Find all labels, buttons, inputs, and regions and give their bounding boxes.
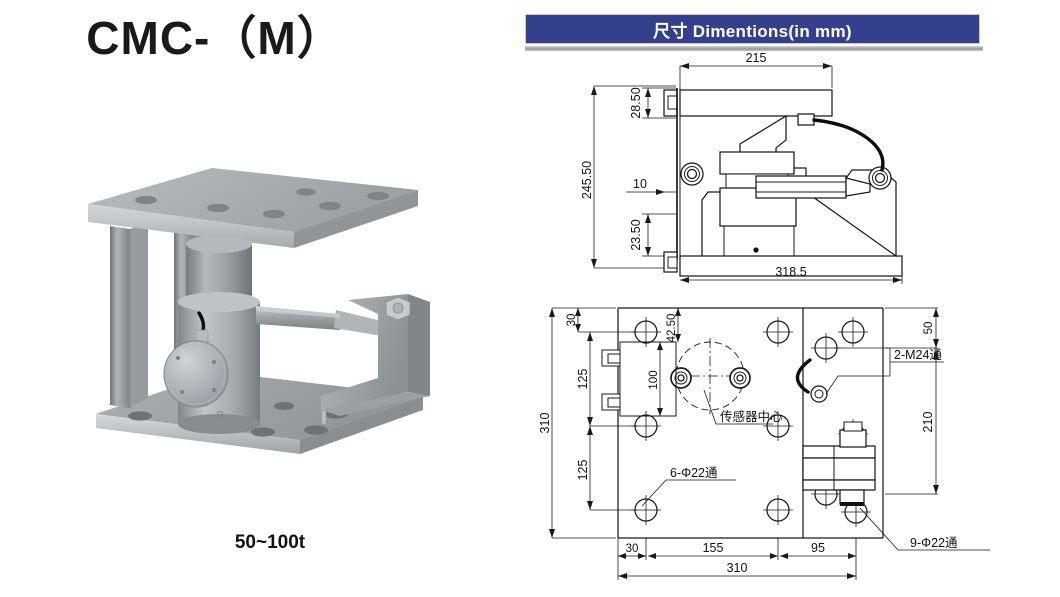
hex-bolt: [385, 296, 411, 321]
callout-6-holes: 6-Φ22通: [641, 466, 736, 507]
sensor-cable-plan: [795, 358, 828, 403]
dim-base-plate-thickness: 23.50: [629, 219, 643, 250]
pivot-bushing-right: [868, 166, 892, 190]
inspection-cover: [163, 340, 229, 408]
dimensions-panel: 尺寸 Dimentions(in mm) 245.50 215: [520, 0, 1060, 597]
base-plate-profile: [663, 251, 903, 277]
dim-right-top: 50: [923, 322, 935, 335]
callout-m24: 2-M24通: [825, 347, 944, 395]
callout-6-holes-label: 6-Φ22通: [670, 466, 718, 480]
callout-9-holes: 9-Φ22通: [859, 507, 990, 551]
callout-9-holes-label: 9-Φ22通: [910, 536, 958, 550]
pivot-bushing-left: [680, 162, 704, 186]
stabilizer-rod-profile: [755, 175, 871, 199]
callout-sensor-center-label: 传感器中心: [720, 409, 783, 424]
mounting-bracket: [321, 294, 430, 416]
dim-inner-offset: 42.50: [666, 314, 678, 343]
sensor-bolt: [729, 367, 751, 389]
bolt-hole: [838, 317, 868, 347]
dim-overall-height: 245.50: [580, 161, 594, 199]
top-plate: [88, 168, 418, 248]
dim-overall-width: 318.5: [775, 265, 806, 279]
dimensions-banner: 尺寸 Dimentions(in mm): [525, 14, 980, 44]
dim-bottom-3: 95: [811, 541, 825, 555]
product-panel: CMC-（M）: [0, 0, 520, 597]
clamp-assembly: [802, 421, 876, 506]
dim-bottom-2: 155: [703, 541, 724, 555]
dim-right-span: 210: [921, 412, 935, 433]
banner-underline: [525, 46, 983, 51]
dim-mid-offset: 10: [633, 177, 647, 191]
dim-left-span-1: 125: [576, 369, 590, 390]
bolt-hole: [763, 495, 793, 525]
load-cell: [163, 292, 260, 434]
side-elevation-view: 245.50 215 28.50 10: [580, 51, 980, 287]
sensor-center-detail: [670, 338, 751, 414]
callout-m24-label: 2-M24通: [894, 348, 942, 362]
dimensions-banner-title: 尺寸 Dimentions(in mm): [653, 21, 852, 41]
plan-top-view: 310 30 125 125: [538, 298, 1008, 590]
dim-bottom-1: 30: [626, 543, 639, 555]
left-bracket-plan: [601, 341, 677, 417]
dim-top-width: 215: [746, 51, 767, 65]
plate-outline: [617, 307, 884, 539]
product-photo: [78, 168, 438, 472]
callout-sensor-center: 传感器中心: [703, 389, 783, 425]
dim-left-span-2: 125: [576, 460, 590, 481]
capacity-label: 50~100t: [234, 532, 306, 553]
dim-bolt-circle: 100: [648, 370, 660, 389]
sensor-cable: [797, 113, 885, 172]
dim-left-overall: 310: [538, 413, 552, 434]
bolt-hole: [631, 495, 661, 525]
bolt-hole: [763, 411, 793, 441]
page-title: CMC-（M）: [86, 12, 344, 64]
dim-left-edge: 30: [566, 314, 578, 327]
top-plate-profile: [663, 89, 833, 117]
sensor-bolt: [670, 367, 692, 389]
dim-top-plate-thickness: 28.50: [629, 87, 643, 118]
dim-bottom-overall: 310: [727, 561, 748, 575]
stabilizer-rod: [256, 306, 386, 336]
bolt-hole: [763, 317, 793, 347]
